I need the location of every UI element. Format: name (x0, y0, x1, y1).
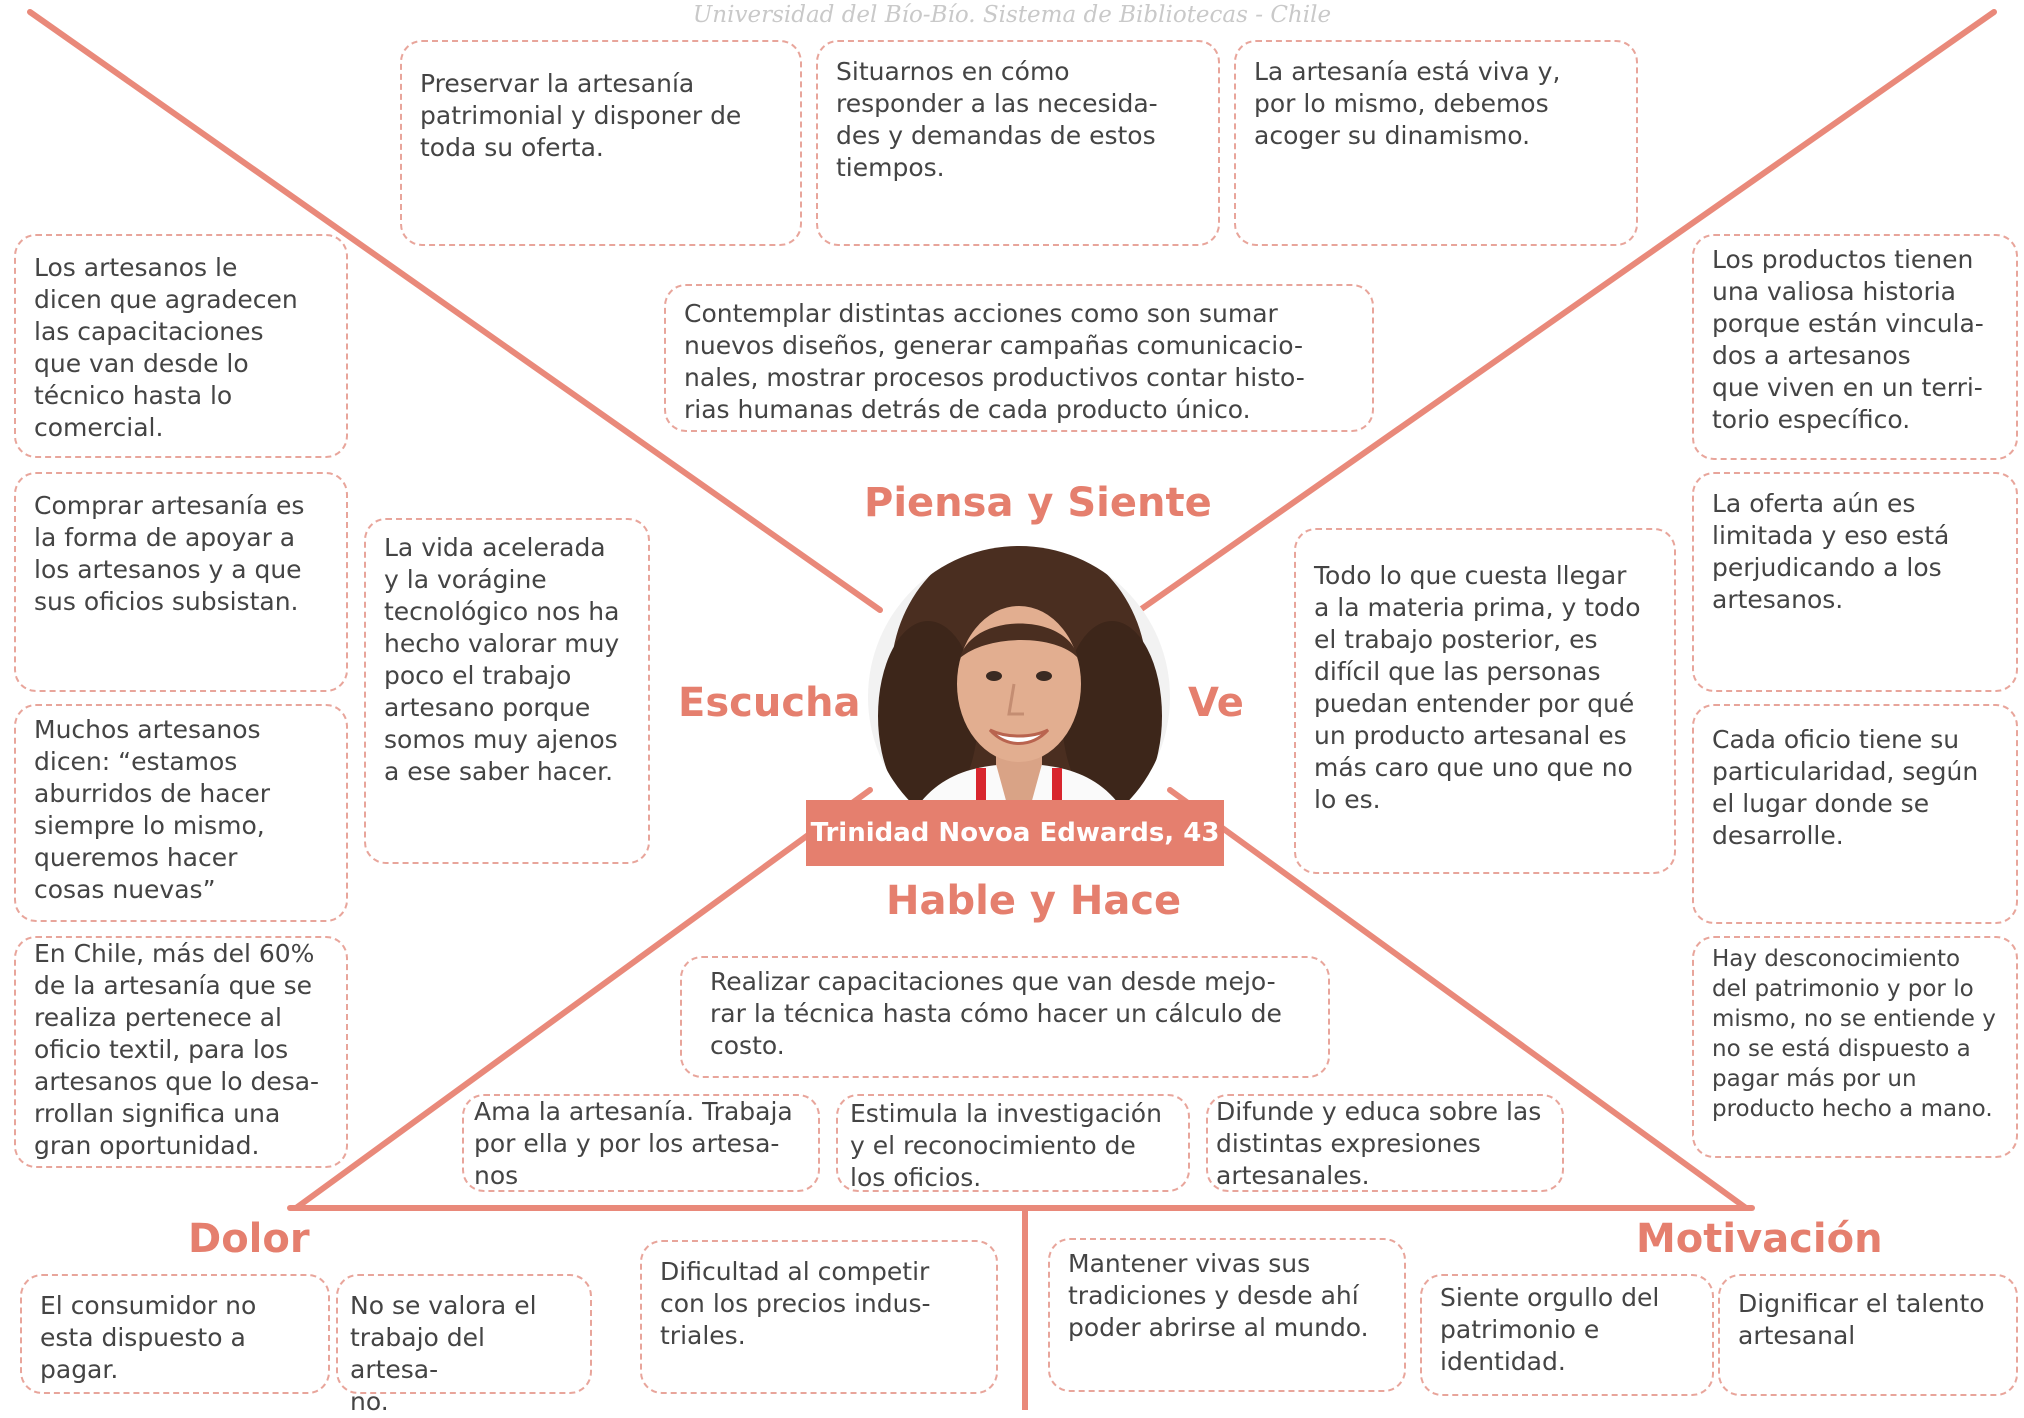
motivacion-note-1: Mantener vivas sus tradiciones y desde a… (1048, 1238, 1406, 1392)
heading-piensa-y-siente: Piensa y Siente (864, 480, 1212, 526)
piensa-note-3: La artesanía está viva y, por lo mismo, … (1234, 40, 1638, 246)
escucha-note-3: Muchos artesanos dicen: “estamos aburrid… (14, 704, 348, 922)
piensa-note-2: Situarnos en cómo responder a las necesi… (816, 40, 1220, 246)
heading-motivacion: Motivación (1636, 1216, 1883, 1262)
diagonal-line-bottom-left (293, 787, 873, 1211)
motivacion-note-2: Siente orgullo del patrimonio e identida… (1420, 1274, 1714, 1396)
heading-ve: Ve (1188, 680, 1244, 726)
heading-dolor: Dolor (188, 1216, 310, 1262)
motivacion-note-3: Dignificar el talento artesanal (1718, 1274, 2018, 1396)
piensa-note-4: Contemplar distintas acciones como son s… (664, 284, 1374, 432)
ve-note-4: Hay desconocimiento del patrimonio y por… (1692, 936, 2018, 1158)
dolor-note-3: Dificultad al competir con los precios i… (640, 1240, 998, 1394)
ve-note-5: Todo lo que cuesta llegar a la materia p… (1294, 528, 1676, 874)
ve-note-3: Cada oficio tiene su particularidad, seg… (1692, 704, 2018, 924)
hace-note-2: Ama la artesanía. Trabaja por ella y por… (462, 1094, 820, 1192)
watermark-text: Universidad del Bío-Bío. Sistema de Bibl… (692, 2, 1332, 28)
ve-note-1: Los productos tienen una valiosa histori… (1692, 234, 2018, 460)
escucha-note-5: La vida acelerada y la vorágine tecnológ… (364, 518, 650, 864)
hace-note-3: Estimula la investigación y el reconocim… (836, 1094, 1190, 1192)
person-name-label: Trinidad Novoa Edwards, 43 (806, 800, 1224, 866)
piensa-note-1: Preservar la artesanía patrimonial y dis… (400, 40, 802, 246)
escucha-note-2: Comprar artesanía es la forma de apoyar … (14, 472, 348, 692)
dolor-note-1: El consumidor no esta dispuesto a pagar. (20, 1274, 330, 1394)
diagonal-line-top-right (1137, 9, 1997, 613)
dolor-note-2: No se valora el trabajo del artesa- no. (336, 1274, 592, 1416)
heading-escucha: Escucha (678, 680, 861, 726)
escucha-note-1: Los artesanos le dicen que agradecen las… (14, 234, 348, 458)
escucha-note-4: En Chile, más del 60% de la artesanía qu… (14, 936, 348, 1168)
heading-hable-y-hace: Hable y Hace (886, 878, 1182, 924)
ve-note-2: La oferta aún es limitada y eso está per… (1692, 472, 2018, 692)
diagonal-line-bottom-right (1167, 787, 1749, 1211)
diagonal-line-top-left (27, 9, 883, 613)
hace-note-1: Realizar capacitaciones que van desde me… (680, 956, 1330, 1078)
hace-note-4: Difunde y educa sobre las distintas expr… (1206, 1094, 1564, 1192)
